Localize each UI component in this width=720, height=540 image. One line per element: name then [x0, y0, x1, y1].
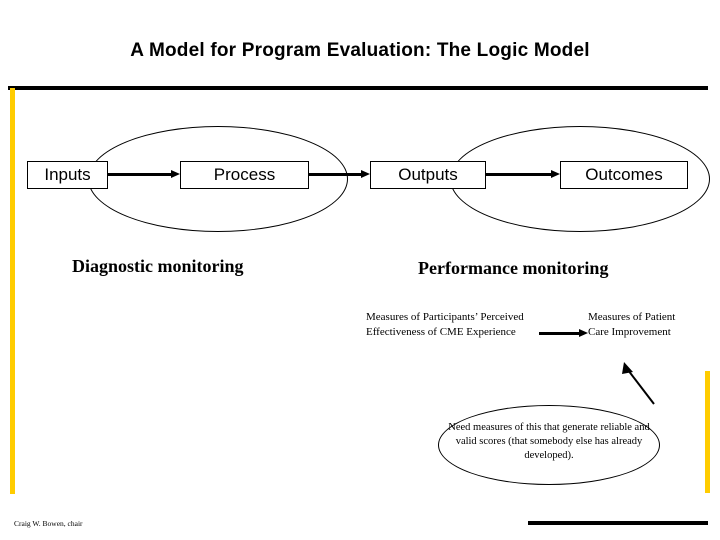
arrow-note-to-measures-icon	[622, 362, 655, 405]
diagnostic-monitoring-label: Diagnostic monitoring	[72, 256, 244, 276]
bottom-rule	[528, 521, 708, 525]
top-rule	[8, 86, 708, 90]
stage-box-outcomes[interactable]: Outcomes	[560, 161, 688, 189]
performance-monitoring-label: Performance monitoring	[418, 258, 609, 278]
right-accent-bar	[705, 371, 710, 493]
left-accent-bar	[10, 88, 15, 494]
arrow-perceived-to-patient-care-icon	[539, 329, 588, 338]
note-ellipse	[438, 405, 660, 485]
arrow-outputs-to-outcomes-icon	[486, 170, 560, 179]
stage-box-inputs[interactable]: Inputs	[27, 161, 108, 189]
slide-title: A Model for Program Evaluation: The Logi…	[130, 40, 590, 61]
author-credit: Craig W. Bowen, chair	[14, 519, 83, 528]
measure-perceived-effectiveness: Measures of Participants’ Perceived Effe…	[366, 311, 524, 338]
note-text: Need measures of this that generate reli…	[448, 422, 650, 461]
stage-box-outputs[interactable]: Outputs	[370, 161, 486, 189]
measure-patient-care-improvement: Measures of Patient Care Improvement	[588, 311, 676, 338]
stage-box-process[interactable]: Process	[180, 161, 309, 189]
arrow-inputs-to-process-icon	[108, 170, 180, 179]
arrow-process-to-outputs-icon	[309, 170, 370, 179]
